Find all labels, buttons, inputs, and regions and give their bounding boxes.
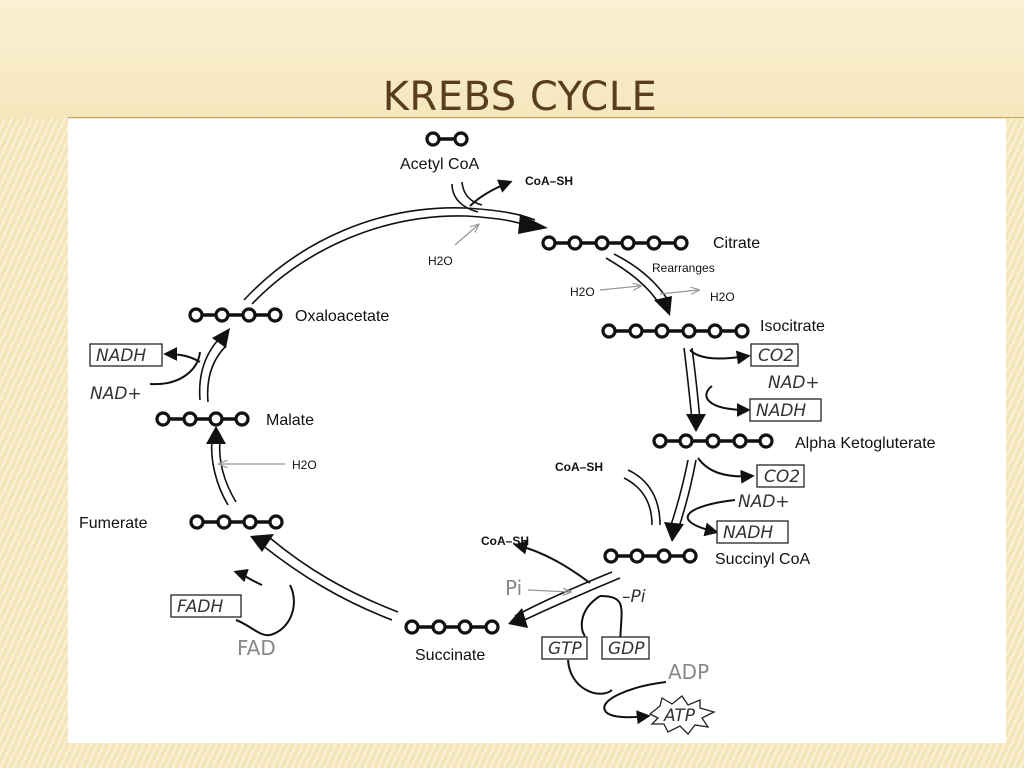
citrate-molecule (541, 235, 689, 251)
h2o-malate-label: H2O (292, 458, 317, 472)
fadh-loop-arrow (235, 584, 295, 637)
nad-label-1: NAD+ (768, 373, 820, 393)
cycle-arrow-succinate-to-fumerate (250, 534, 399, 621)
h2o-out-label: H2O (710, 290, 735, 304)
co2-box-1 (750, 343, 799, 367)
fadh-label: FADH (177, 597, 224, 617)
nad-label-3: NAD+ (90, 384, 142, 404)
oxaloacetate-label: Oxaloacetate (295, 308, 389, 325)
rearranges-label: Rearranges (652, 261, 715, 275)
coa-sh-input-arrow (627, 469, 661, 526)
isocitrate-molecule (601, 323, 750, 339)
cycle-arrow-alpha-to-succinyl (664, 459, 697, 542)
co2-box-2 (756, 464, 805, 488)
gtp-label: GTP (548, 639, 583, 659)
coa-sh-label-3: CoA–SH (481, 534, 529, 548)
cycle-arrow-isocitrate-to-alpha (683, 347, 706, 432)
nadh-loop-arrow-3 (149, 351, 201, 386)
acetyl-coa-label: Acetyl CoA (400, 156, 479, 173)
alpha-ketogluterate-molecule (652, 433, 774, 449)
nadh-label-1: NADH (756, 401, 806, 421)
h2o-in-arrow-1 (454, 225, 478, 246)
alpha-ketogluterate-label: Alpha Ketogluterate (795, 435, 936, 452)
coa-sh-output-arrow (513, 540, 591, 584)
nadh-box-2 (716, 520, 789, 544)
cycle-arrow-succinyl-to-succinate (508, 571, 621, 628)
succinate-label: Succinate (415, 647, 485, 664)
fadh-box (170, 594, 242, 618)
gdp-loop-arrow (580, 595, 601, 637)
co2-label-1: CO2 (758, 346, 794, 366)
cycle-arrow-malate-to-oxaloacetate (198, 328, 230, 403)
nadh-label-2: NADH (723, 523, 773, 543)
cycle-arrow-oxaloacetate-to-citrate (243, 207, 548, 305)
gtp-box (541, 636, 588, 660)
title-band (0, 0, 1024, 118)
isocitrate-label: Isocitrate (760, 318, 825, 335)
adp-label: ADP (668, 660, 709, 684)
co2-release-arrow-2 (697, 457, 755, 484)
atp-arrow (603, 681, 667, 725)
fad-label: FAD (237, 636, 276, 660)
gdp-label: GDP (608, 639, 645, 659)
acetyl-coa-input-arrow (451, 179, 513, 213)
succinyl-coa-label: Succinyl CoA (715, 551, 810, 568)
fumerate-label: Fumerate (79, 515, 148, 532)
co2-release-arrow-1 (689, 349, 751, 365)
acetyl-coa-molecule (425, 131, 469, 147)
h2o-in-arrow-2 (599, 286, 640, 290)
coa-sh-label-1: CoA–SH (525, 174, 573, 188)
pi-arrow (527, 590, 570, 592)
nadh-box-3 (89, 343, 163, 367)
pi-label: Pi (505, 576, 522, 600)
nadh-arrow-1 (705, 385, 751, 417)
nadh-box-1 (749, 398, 822, 422)
slide-title: KREBS CYCLE (382, 74, 658, 120)
succinate-molecule (404, 619, 500, 635)
gdp-box (601, 636, 650, 660)
h2o-in-label: H2O (570, 285, 595, 299)
citrate-label: Citrate (713, 235, 760, 252)
malate-molecule (155, 411, 250, 427)
oxaloacetate-molecule (188, 307, 283, 323)
atp-label: ATP (663, 706, 696, 726)
minus-pi-label: –Pi (622, 587, 646, 607)
coa-sh-label-2: CoA–SH (555, 460, 603, 474)
nadh-label-3: NADH (96, 346, 146, 366)
cycle-arrow-fumerate-to-malate (206, 426, 237, 506)
h2o-out-arrow (659, 290, 698, 294)
h2o-label-1: H2O (428, 254, 453, 268)
fumerate-molecule (189, 514, 284, 530)
malate-label: Malate (266, 412, 314, 429)
nadh-arrow-2 (686, 499, 736, 537)
co2-label-2: CO2 (764, 467, 800, 487)
cycle-arrow-citrate-to-isocitrate (605, 253, 672, 316)
nad-label-2: NAD+ (738, 492, 790, 512)
succinyl-coa-molecule (603, 548, 698, 564)
gtp-loop-arrow (567, 659, 613, 695)
atp-burst (648, 695, 716, 735)
title-divider (68, 117, 1024, 118)
